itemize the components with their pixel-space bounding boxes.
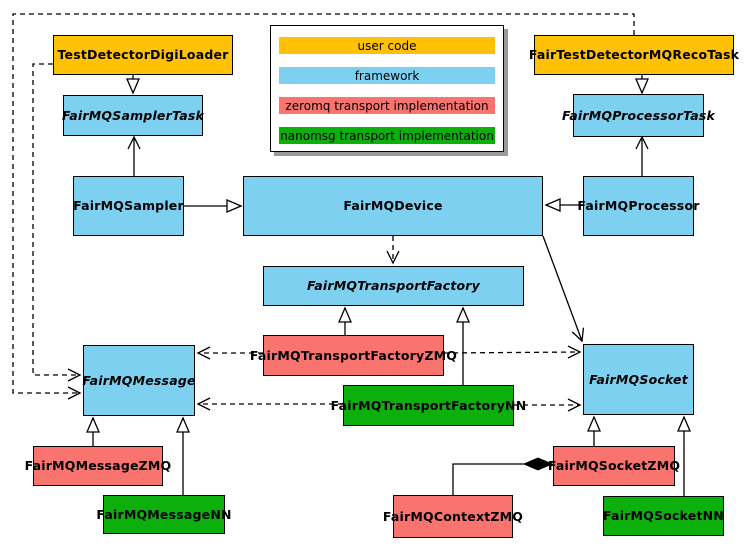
node-fairmqtransportfactoryzmq: FairMQTransportFactoryZMQ: [250, 335, 457, 376]
node-fairmqprocessor: FairMQProcessor: [577, 176, 699, 236]
node-fairmqmessagezmq: FairMQMessageZMQ: [25, 446, 171, 486]
node-fairmqmessage: FairMQMessage: [82, 345, 195, 416]
node-fairmqdevice: FairMQDevice: [243, 176, 543, 236]
node-fairmqtransportfactory: FairMQTransportFactory: [263, 266, 524, 306]
edge-device-socket-association: [542, 235, 585, 343]
legend-item-nanomsg: nanomsg transport implementation: [279, 127, 495, 144]
legend-item-zeromq: zeromq transport implementation: [279, 97, 495, 114]
node-fairmqsocketzmq: FairMQSocketZMQ: [548, 446, 680, 486]
node-fairmqsocketnn: FairMQSocketNN: [603, 496, 724, 536]
edge-socketzmq-contextzmq-composition: [452, 464, 552, 495]
node-fairmqsamplertask: FairMQSamplerTask: [62, 95, 204, 136]
legend-item-user-code: user code: [279, 37, 495, 54]
edge-factoryzmq-socket-dependency: [443, 345, 582, 359]
node-testdetectordigiloader: TestDetectorDigiLoader: [53, 35, 233, 75]
legend-item-framework: framework: [279, 67, 495, 84]
node-fairmqtransportfactorynn: FairMQTransportFactoryNN: [331, 385, 526, 426]
legend: user code framework zeromq transport imp…: [270, 25, 504, 152]
node-fairmqsocket: FairMQSocket: [583, 344, 694, 415]
node-fairtestdetectormqrecotask: FairTestDetectorMQRecoTask: [529, 35, 739, 75]
edge-recotask-message-dependency: [12, 13, 635, 400]
node-fairmqcontextzmq: FairMQContextZMQ: [383, 495, 523, 538]
node-fairmqsampler: FairMQSampler: [73, 176, 184, 236]
node-fairmqprocessortask: FairMQProcessorTask: [562, 94, 715, 137]
edge-digiloader-message-dependency: [32, 63, 82, 382]
node-fairmqmessagenn: FairMQMessageNN: [96, 495, 231, 534]
